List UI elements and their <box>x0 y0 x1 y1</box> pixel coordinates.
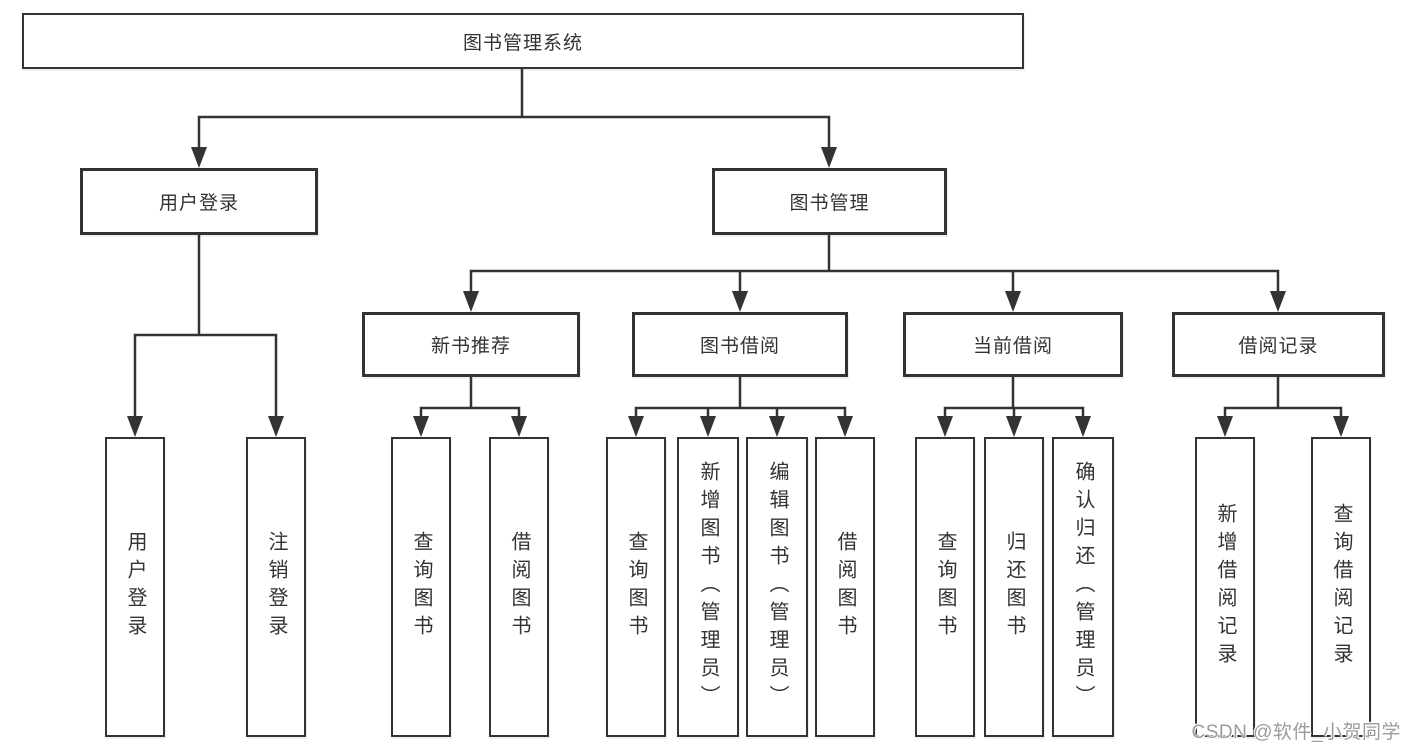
node-label: 用户登录 <box>158 193 239 214</box>
leaf-return-book: 归还图书 <box>984 437 1044 737</box>
connector-line <box>469 233 1280 295</box>
node-label: 借阅图书 <box>508 531 530 643</box>
arrow-down-icon <box>732 291 748 312</box>
node-library-management-system: 图书管理系统 <box>22 13 1024 69</box>
arrow-down-icon <box>511 416 527 437</box>
arrow-down-icon <box>937 416 953 437</box>
arrow-down-icon <box>1005 291 1021 312</box>
connector-line <box>419 375 521 420</box>
node-label: 归还图书 <box>1003 531 1025 643</box>
leaf-query-books-3: 查询图书 <box>915 437 975 737</box>
node-label: 查询借阅记录 <box>1330 503 1352 671</box>
arrow-down-icon <box>463 291 479 312</box>
node-user-login: 用户登录 <box>80 168 318 235</box>
node-label: 新书推荐 <box>430 336 511 357</box>
leaf-edit-book-admin: 编辑图书（管理员） <box>746 437 808 737</box>
leaf-add-book-admin: 新增图书（管理员） <box>677 437 739 737</box>
connector-borrowing-records-children <box>1217 375 1349 437</box>
connector-line <box>133 233 278 420</box>
arrow-down-icon <box>821 147 837 168</box>
node-new-book-recommendation: 新书推荐 <box>362 312 580 377</box>
node-label: 新增借阅记录 <box>1214 503 1236 671</box>
leaf-user-login: 用户登录 <box>105 437 165 737</box>
node-label: 编辑图书（管理员） <box>766 461 788 713</box>
node-label: 查询图书 <box>934 531 956 643</box>
leaf-query-books-1: 查询图书 <box>391 437 451 737</box>
node-label: 查询图书 <box>410 531 432 643</box>
leaf-logout-login: 注销登录 <box>246 437 306 737</box>
arrow-down-icon <box>1217 416 1233 437</box>
leaf-query-books-2: 查询图书 <box>606 437 666 737</box>
node-label: 当前借阅 <box>972 336 1053 357</box>
node-label: 注销登录 <box>265 531 287 643</box>
node-label: 图书管理系统 <box>462 32 583 54</box>
arrow-down-icon <box>628 416 644 437</box>
connector-line <box>943 375 1085 420</box>
arrow-down-icon <box>268 416 284 437</box>
leaf-add-borrow-record: 新增借阅记录 <box>1195 437 1255 737</box>
node-label: 图书管理 <box>789 193 870 214</box>
connector-line <box>634 375 847 420</box>
node-label: 借阅记录 <box>1238 336 1319 357</box>
connector-book-management-children <box>463 233 1286 312</box>
arrow-down-icon <box>1075 416 1091 437</box>
connector-root-to-level2 <box>191 67 837 168</box>
node-current-borrowing: 当前借阅 <box>903 312 1123 377</box>
node-label: 查询图书 <box>625 531 647 643</box>
leaf-confirm-return-admin: 确认归还（管理员） <box>1052 437 1114 737</box>
leaf-borrow-books-1: 借阅图书 <box>489 437 549 737</box>
node-book-management: 图书管理 <box>712 168 947 235</box>
connector-line <box>197 67 831 152</box>
node-book-borrowing: 图书借阅 <box>632 312 848 377</box>
connector-line <box>1223 375 1343 420</box>
arrow-down-icon <box>127 416 143 437</box>
arrow-down-icon <box>1006 416 1022 437</box>
node-label: 确认归还（管理员） <box>1072 461 1094 713</box>
connector-user-login-children <box>127 233 284 437</box>
leaf-borrow-books-2: 借阅图书 <box>815 437 875 737</box>
node-label: 用户登录 <box>124 531 146 643</box>
node-borrowing-records: 借阅记录 <box>1172 312 1385 377</box>
node-label: 借阅图书 <box>834 531 856 643</box>
connector-book-borrowing-children <box>628 375 853 437</box>
arrow-down-icon <box>700 416 716 437</box>
connector-current-borrowing-children <box>937 375 1091 437</box>
connector-new-book-recommendation-children <box>413 375 527 437</box>
node-label: 图书借阅 <box>699 336 780 357</box>
arrow-down-icon <box>413 416 429 437</box>
csdn-watermark: CSDN @软件_小贺同学 <box>1191 722 1401 743</box>
arrow-down-icon <box>1270 291 1286 312</box>
leaf-query-borrow-record: 查询借阅记录 <box>1311 437 1371 737</box>
node-label: 新增图书（管理员） <box>697 461 719 713</box>
arrow-down-icon <box>837 416 853 437</box>
arrow-down-icon <box>769 416 785 437</box>
arrow-down-icon <box>191 147 207 168</box>
arrow-down-icon <box>1333 416 1349 437</box>
